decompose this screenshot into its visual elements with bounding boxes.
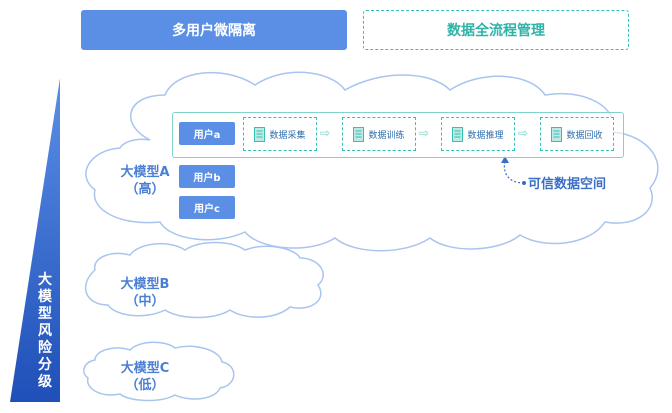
stage-label: 数据推理 <box>467 130 504 141</box>
stage-label: 数据回收 <box>566 130 603 141</box>
trusted-space-pointer <box>503 159 525 184</box>
trusted-data-space-label: 可信数据空间 <box>528 177 607 192</box>
risk-axis-label: 大模型风险分级 <box>38 272 52 390</box>
stage-data-recycling[interactable]: 数据回收 <box>540 117 614 151</box>
stage-data-training[interactable]: 数据训练 <box>342 117 416 151</box>
user-c-box[interactable]: 用户c <box>179 196 235 219</box>
pipeline-arrow-icon: ⇨ <box>518 126 529 140</box>
model-a-label: 大模型A （高） <box>110 164 180 198</box>
multi-user-isolation-button[interactable]: 多用户微隔离 <box>81 10 347 50</box>
model-b-label: 大模型B （中） <box>110 276 180 310</box>
stage-data-collection[interactable]: 数据采集 <box>243 117 317 151</box>
cloud-model-c <box>83 341 235 402</box>
risk-level-triangle <box>10 78 60 402</box>
trusted-space-pointer-dot <box>522 181 526 185</box>
trusted-space-pointer-head <box>501 156 509 163</box>
pipeline-arrow-icon: ⇨ <box>320 126 331 140</box>
stage-label: 数据采集 <box>269 130 306 141</box>
model-b-level: （中） <box>125 294 165 309</box>
document-icon <box>353 126 365 142</box>
model-c-name: 大模型C <box>120 361 170 376</box>
model-c-label: 大模型C （低） <box>110 360 180 394</box>
pipeline-arrow-icon: ⇨ <box>419 126 430 140</box>
model-a-name: 大模型A <box>120 165 170 180</box>
model-b-name: 大模型B <box>120 277 170 292</box>
user-b-box[interactable]: 用户b <box>179 165 235 188</box>
document-icon <box>551 126 563 142</box>
data-lifecycle-button[interactable]: 数据全流程管理 <box>363 10 629 50</box>
document-icon <box>254 126 266 142</box>
model-c-level: （低） <box>125 378 165 393</box>
cloud-model-b <box>84 241 324 319</box>
stage-label: 数据训练 <box>368 130 405 141</box>
user-a-box[interactable]: 用户a <box>179 122 235 145</box>
model-a-level: （高） <box>125 182 165 197</box>
cloud-model-a <box>85 71 659 252</box>
stage-data-inference[interactable]: 数据推理 <box>441 117 515 151</box>
document-icon <box>452 126 464 142</box>
